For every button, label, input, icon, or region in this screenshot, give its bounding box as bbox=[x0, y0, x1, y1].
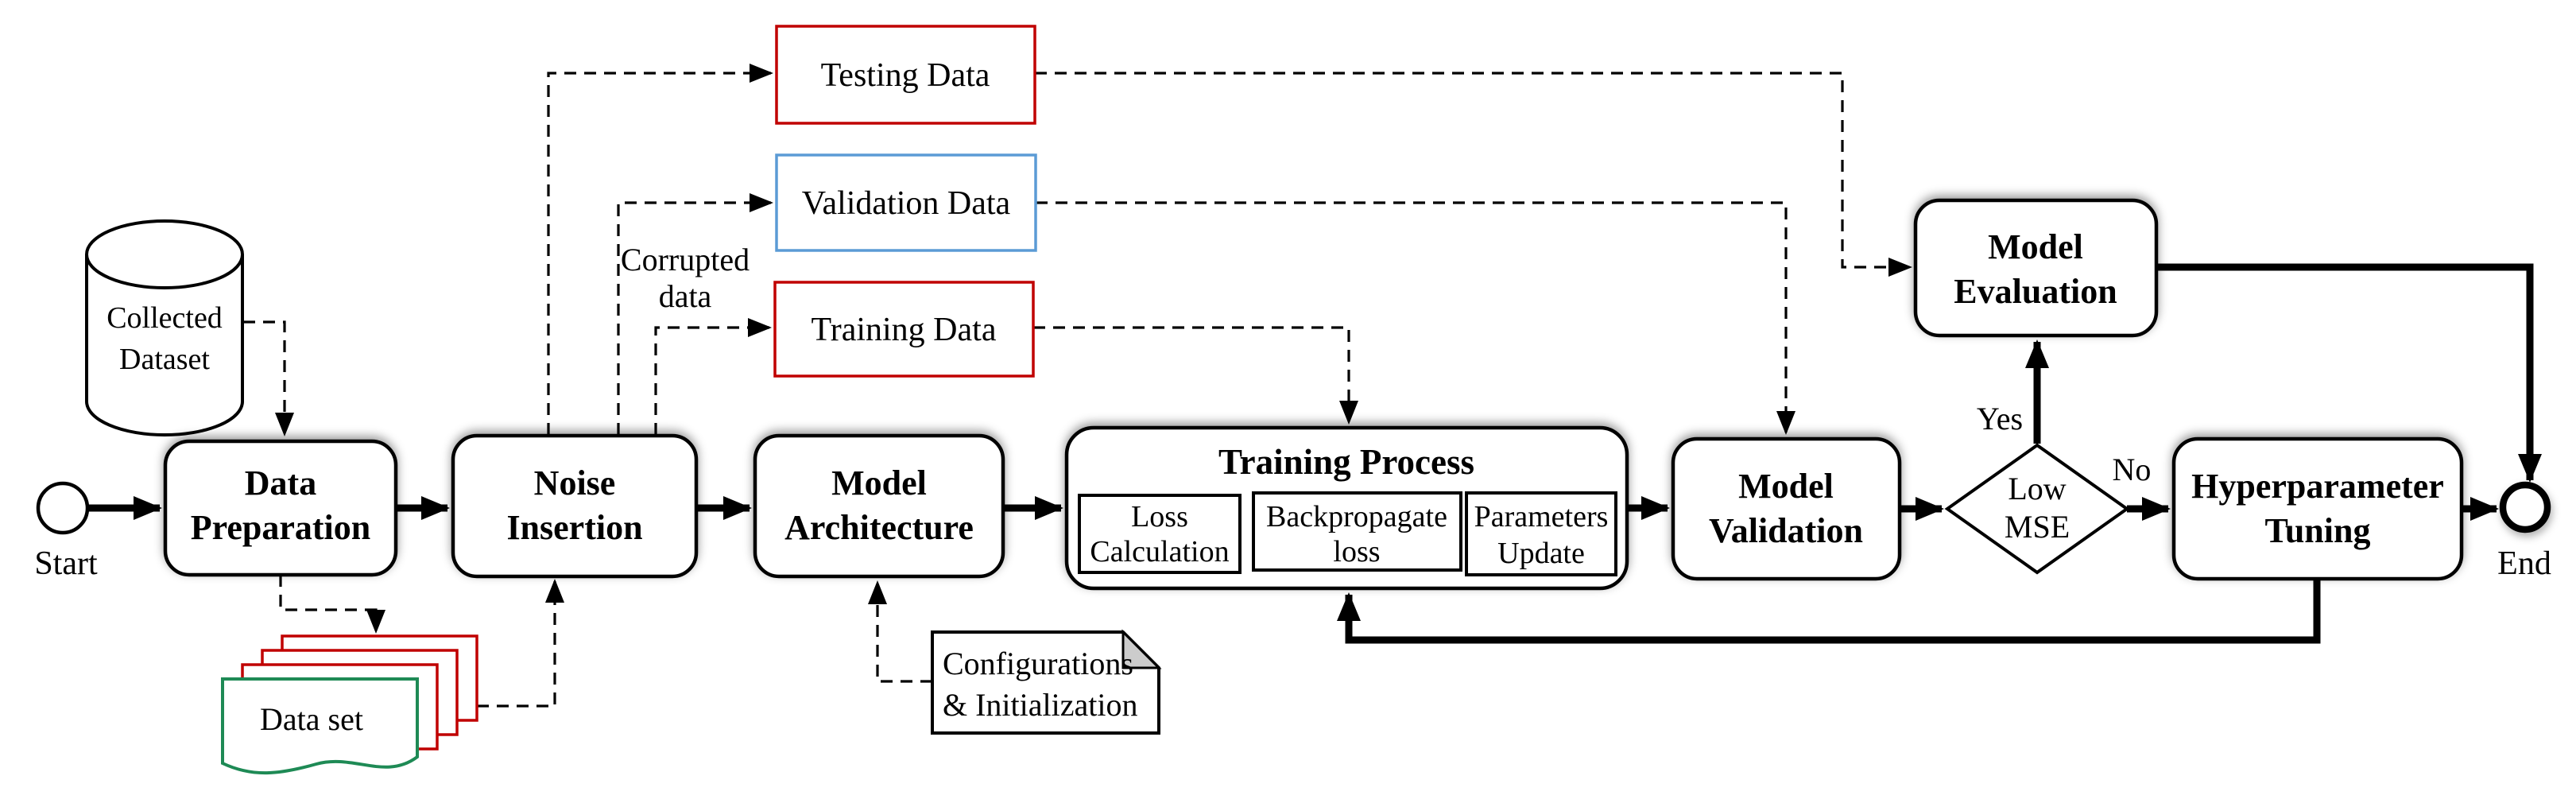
model-evaluation-label-line1: Model bbox=[1988, 227, 2083, 266]
low-mse-label-line2: MSE bbox=[2005, 509, 2070, 545]
corrupted-data-label-line2: data bbox=[659, 278, 712, 314]
edge-collected-dataset-to-data-preparation bbox=[243, 320, 294, 436]
model-validation-label-line2: Validation bbox=[1709, 511, 1863, 550]
cylinder-top bbox=[85, 219, 244, 289]
edge-data-preparation-to-dataset-stack bbox=[279, 575, 385, 634]
decision-no-label: No bbox=[2113, 452, 2152, 487]
dashed-edges bbox=[243, 64, 1912, 708]
noise-insertion-label-line2: Insertion bbox=[506, 508, 642, 547]
backpropagate-loss-label-line2: loss bbox=[1333, 535, 1380, 568]
data-preparation-box bbox=[163, 439, 398, 577]
edge-testing-data-to-model-evaluation bbox=[1035, 72, 1912, 277]
edge-configurations-to-model-architecture bbox=[868, 580, 932, 683]
noise-insertion-box bbox=[451, 433, 699, 579]
training-process-title: Training Process bbox=[1218, 442, 1474, 482]
noise-insertion-label-line1: Noise bbox=[534, 464, 616, 502]
configurations-label-line2: & Initialization bbox=[943, 687, 1138, 723]
edge-noise-insertion-to-validation-data bbox=[617, 193, 773, 435]
dataset-stack-label: Data set bbox=[260, 701, 363, 737]
loss-calculation-box bbox=[1078, 494, 1242, 574]
hyperparameter-tuning-box bbox=[2171, 436, 2464, 581]
stack-front-document bbox=[221, 677, 419, 775]
training-data-label: Training Data bbox=[812, 312, 997, 348]
testing-data-box bbox=[775, 25, 1036, 125]
edge-hyperparameter-feedback-to-training-process bbox=[1337, 579, 2321, 644]
document-body bbox=[931, 630, 1160, 735]
configurations-label-line1: Configurations bbox=[943, 646, 1133, 681]
corrupted-data-label-line1: Corrupted bbox=[621, 242, 750, 277]
collected-dataset-label-line2: Dataset bbox=[119, 343, 210, 376]
model-architecture-label-line2: Architecture bbox=[784, 508, 974, 547]
backpropagate-loss-label-line1: Backpropagate bbox=[1266, 500, 1447, 533]
low-mse-decision-diamond bbox=[1944, 443, 2130, 575]
validation-data-label: Validation Data bbox=[802, 185, 1011, 222]
edge-dataset-stack-to-noise-insertion bbox=[477, 579, 564, 708]
model-evaluation-label-line2: Evaluation bbox=[1954, 272, 2117, 311]
testing-data-label: Testing Data bbox=[821, 57, 990, 94]
shapes bbox=[36, 25, 2551, 775]
edge-noise-insertion-to-training-data bbox=[654, 318, 772, 435]
loss-calculation-label-line2: Calculation bbox=[1090, 535, 1229, 568]
edge-validation-data-to-model-validation bbox=[1036, 201, 1795, 435]
data-preparation-label-line1: Data bbox=[245, 464, 316, 502]
training-data-box bbox=[773, 281, 1035, 378]
dataset-stack bbox=[221, 634, 478, 775]
low-mse-label-line1: Low bbox=[2008, 471, 2066, 506]
data-preparation-label-line2: Preparation bbox=[191, 508, 371, 547]
hyperparameter-tuning-label-line1: Hyperparameter bbox=[2191, 467, 2444, 506]
cylinder-body bbox=[85, 254, 244, 436]
edge-model-evaluation-to-end bbox=[2156, 263, 2542, 483]
end-event-circle bbox=[2499, 481, 2551, 533]
configurations-document bbox=[931, 629, 1162, 735]
decision-yes-label: Yes bbox=[1977, 401, 2023, 436]
solid-edges bbox=[87, 263, 2542, 644]
backpropagate-loss-box bbox=[1252, 491, 1462, 572]
edge-training-data-to-training-process bbox=[1033, 326, 1358, 425]
start-label: Start bbox=[34, 545, 98, 582]
parameters-update-label-line1: Parameters bbox=[1474, 500, 1609, 533]
model-validation-box bbox=[1671, 436, 1902, 581]
labels: Start End Collected Dataset Data Prepara… bbox=[34, 57, 2551, 737]
end-label: End bbox=[2497, 545, 2551, 582]
document-fold-corner bbox=[1121, 629, 1162, 669]
hyperparameter-tuning-label-line2: Tuning bbox=[2265, 511, 2371, 550]
validation-data-box bbox=[775, 153, 1037, 252]
edge-noise-insertion-to-testing-data bbox=[547, 64, 773, 435]
start-event-circle bbox=[36, 481, 90, 535]
model-architecture-label-line1: Model bbox=[831, 464, 927, 502]
collected-dataset-label-line1: Collected bbox=[107, 301, 223, 335]
model-architecture-box bbox=[753, 433, 1005, 579]
model-evaluation-box bbox=[1913, 198, 2159, 338]
loss-calculation-label-line1: Loss bbox=[1131, 500, 1188, 533]
parameters-update-box bbox=[1465, 491, 1617, 576]
parameters-update-label-line2: Update bbox=[1497, 537, 1585, 570]
model-validation-label-line1: Model bbox=[1738, 467, 1834, 506]
collected-dataset-cylinder bbox=[85, 219, 244, 436]
